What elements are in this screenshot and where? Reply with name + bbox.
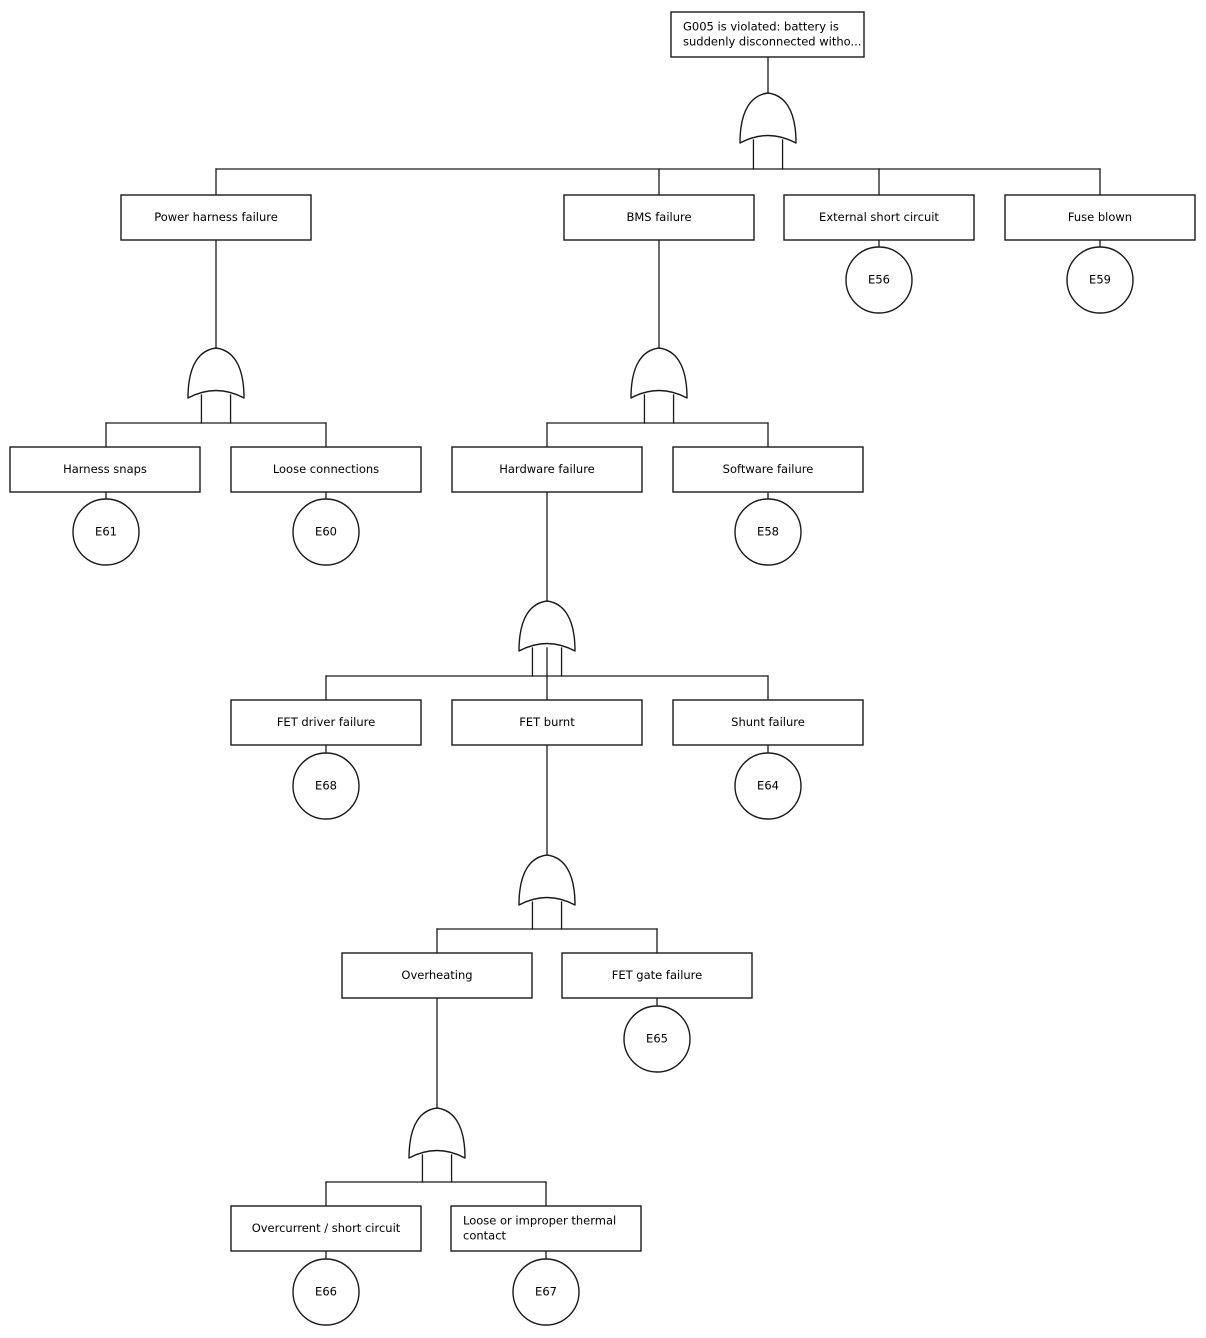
node-label: Power harness failure (154, 210, 278, 224)
event-label: E64 (757, 779, 779, 793)
basic-event-E56[interactable]: E56 (845, 246, 913, 314)
node-box[interactable] (120, 194, 312, 241)
node-label: Overcurrent / short circuit (252, 1221, 401, 1235)
event-circle[interactable] (845, 246, 913, 314)
node-box[interactable] (451, 699, 643, 746)
or-gate-icon[interactable] (187, 347, 245, 399)
event-circle[interactable] (734, 752, 802, 820)
event-label: E65 (646, 1032, 668, 1046)
event-label: E67 (535, 1285, 557, 1299)
node-box[interactable] (450, 1205, 642, 1252)
event-label: E56 (868, 273, 890, 287)
or-gate-icon[interactable] (739, 92, 797, 144)
node-label: suddenly disconnected witho... (683, 35, 861, 49)
fault-node-software-failure[interactable]: Software failure (672, 446, 864, 493)
event-label: E58 (757, 525, 779, 539)
event-circle[interactable] (292, 498, 360, 566)
node-box[interactable] (341, 952, 533, 999)
node-box[interactable] (783, 194, 975, 241)
basic-event-E66[interactable]: E66 (292, 1258, 360, 1326)
fault-node-fet-burnt[interactable]: FET burnt (451, 699, 643, 746)
or-gate-icon[interactable] (518, 600, 576, 652)
event-circle[interactable] (72, 498, 140, 566)
node-box[interactable] (9, 446, 201, 493)
event-circle[interactable] (512, 1258, 580, 1326)
or-gate-icon[interactable] (630, 347, 688, 399)
fault-node-loose-connections[interactable]: Loose connections (230, 446, 422, 493)
event-label: E59 (1089, 273, 1111, 287)
basic-event-E60[interactable]: E60 (292, 498, 360, 566)
fault-node-fet-driver-failure[interactable]: FET driver failure (230, 699, 422, 746)
node-label: Software failure (723, 462, 814, 476)
basic-event-E59[interactable]: E59 (1066, 246, 1134, 314)
event-label: E60 (315, 525, 337, 539)
node-label: Fuse blown (1068, 210, 1132, 224)
node-label: Hardware failure (499, 462, 595, 476)
node-label: FET driver failure (277, 715, 375, 729)
node-label: External short circuit (819, 210, 939, 224)
basic-event-E61[interactable]: E61 (72, 498, 140, 566)
node-box[interactable] (230, 1205, 422, 1252)
node-box[interactable] (672, 699, 864, 746)
node-label: FET burnt (519, 715, 575, 729)
fault-node-overheating[interactable]: Overheating (341, 952, 533, 999)
event-label: E66 (315, 1285, 337, 1299)
event-circle[interactable] (623, 1005, 691, 1073)
node-box[interactable] (230, 446, 422, 493)
node-label: Harness snaps (63, 462, 147, 476)
fault-node-power-harness-failure[interactable]: Power harness failure (120, 194, 312, 241)
node-box[interactable] (563, 194, 755, 241)
fault-node-hardware-failure[interactable]: Hardware failure (451, 446, 643, 493)
event-circle[interactable] (1066, 246, 1134, 314)
node-label: Shunt failure (731, 715, 805, 729)
node-box[interactable] (561, 952, 753, 999)
fault-node-external-short-circuit[interactable]: External short circuit (783, 194, 975, 241)
node-label: G005 is violated: battery is (683, 20, 839, 34)
event-circle[interactable] (292, 1258, 360, 1326)
node-label: Loose connections (273, 462, 379, 476)
fault-node-bms-failure[interactable]: BMS failure (563, 194, 755, 241)
or-gate-icon[interactable] (408, 1107, 466, 1159)
basic-event-E58[interactable]: E58 (734, 498, 802, 566)
fault-node-fet-gate-failure[interactable]: FET gate failure (561, 952, 753, 999)
fault-node-overcurrent-short-circuit[interactable]: Overcurrent / short circuit (230, 1205, 422, 1252)
event-label: E68 (315, 779, 337, 793)
fault-node-fuse-blown[interactable]: Fuse blown (1004, 194, 1196, 241)
basic-event-E68[interactable]: E68 (292, 752, 360, 820)
node-box[interactable] (230, 699, 422, 746)
basic-event-E65[interactable]: E65 (623, 1005, 691, 1073)
node-label: BMS failure (626, 210, 691, 224)
basic-event-E67[interactable]: E67 (512, 1258, 580, 1326)
node-box[interactable] (451, 446, 643, 493)
node-box[interactable] (1004, 194, 1196, 241)
or-gate-icon[interactable] (518, 854, 576, 906)
fault-node-harness-snaps[interactable]: Harness snaps (9, 446, 201, 493)
gate-layer (187, 92, 797, 1159)
connector-layer (105, 56, 1101, 1260)
event-circle[interactable] (734, 498, 802, 566)
event-label: E61 (95, 525, 117, 539)
node-label: contact (463, 1229, 507, 1243)
node-label: Loose or improper thermal (463, 1214, 616, 1228)
node-box[interactable] (672, 446, 864, 493)
node-label: Overheating (401, 968, 472, 982)
basic-event-E64[interactable]: E64 (734, 752, 802, 820)
node-box[interactable] (670, 11, 865, 58)
event-circle[interactable] (292, 752, 360, 820)
fault-node-shunt-failure[interactable]: Shunt failure (672, 699, 864, 746)
node-label: FET gate failure (612, 968, 702, 982)
